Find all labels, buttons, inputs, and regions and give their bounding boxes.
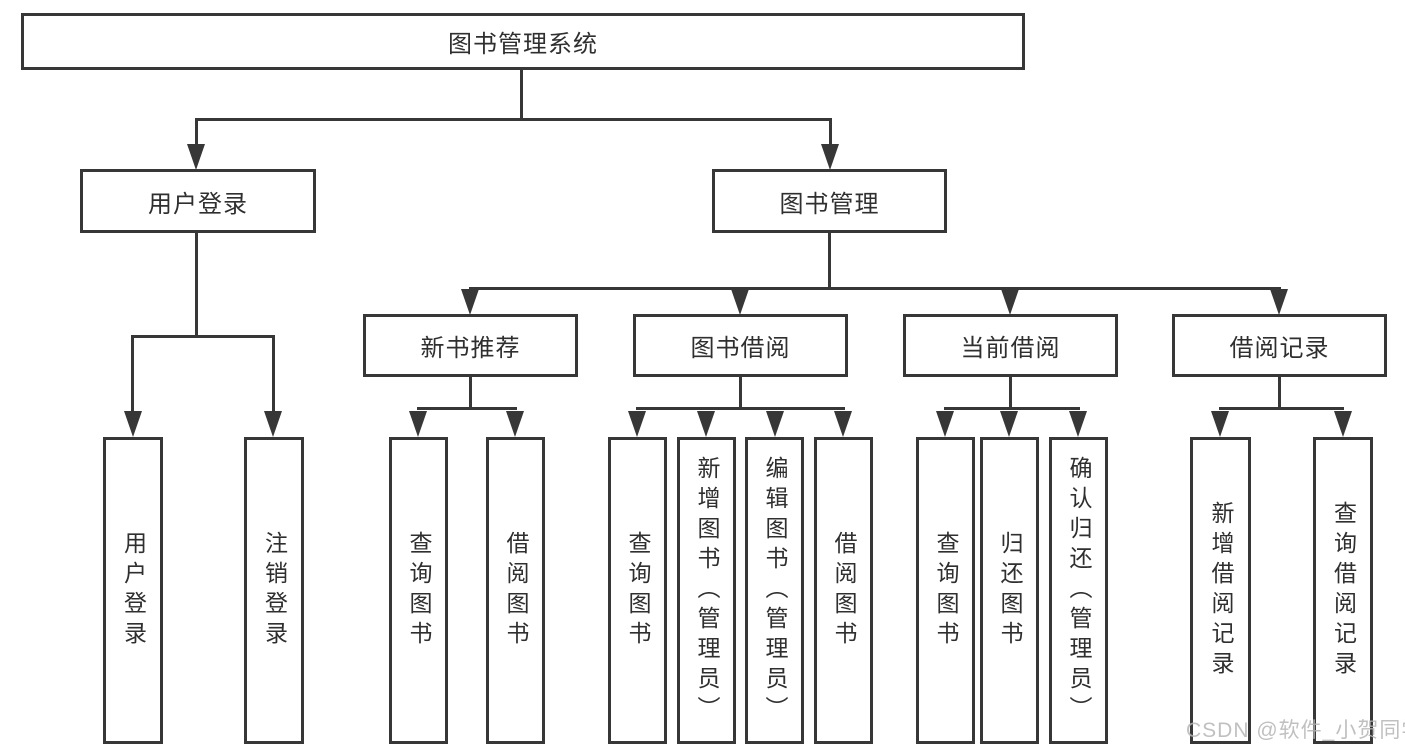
arrow-down-icon (1000, 411, 1018, 437)
connector-line (828, 233, 831, 290)
leaf-borrow-books-2: 借阅图书 (814, 437, 873, 744)
leaf-add-borrow-record: 新增借阅记录 (1190, 437, 1251, 744)
arrow-down-icon (264, 411, 282, 437)
arrow-down-icon (697, 411, 715, 437)
arrow-down-icon (936, 411, 954, 437)
node-label: 新增借阅记录 (1208, 500, 1234, 681)
leaf-edit-books-admin: 编辑图书（管理员） (745, 437, 804, 744)
connector-line (1009, 376, 1012, 410)
arrow-down-icon (124, 411, 142, 437)
node-root: 图书管理系统 (21, 13, 1025, 70)
node-book-management: 图书管理 (712, 169, 947, 233)
connector-line (417, 407, 517, 410)
arrow-down-icon (461, 289, 479, 315)
arrow-down-icon (506, 411, 524, 437)
node-current-borrow: 当前借阅 (903, 314, 1118, 377)
node-book-borrow: 图书借阅 (633, 314, 848, 377)
node-label: 用户登录 (120, 530, 147, 651)
arrow-down-icon (731, 289, 749, 315)
connector-line (944, 407, 1080, 410)
connector-line (469, 376, 472, 410)
node-label: 图书管理 (779, 190, 880, 218)
leaf-logout: 注销登录 (244, 437, 304, 744)
arrow-down-icon (187, 144, 205, 170)
leaf-confirm-return-admin: 确认归还（管理员） (1049, 437, 1108, 744)
node-label: 注销登录 (261, 530, 288, 651)
connector-line (1278, 376, 1281, 410)
arrow-down-icon (1001, 289, 1019, 315)
leaf-query-borrow-record: 查询借阅记录 (1313, 437, 1373, 744)
connector-line (636, 407, 845, 410)
leaf-return-books: 归还图书 (980, 437, 1039, 744)
node-label: 编辑图书（管理员） (762, 455, 788, 726)
arrow-down-icon (1069, 411, 1087, 437)
connector-line (829, 118, 832, 148)
node-label: 图书借阅 (690, 335, 791, 362)
node-label: 查询图书 (625, 530, 651, 651)
node-label: 查询借阅记录 (1330, 500, 1357, 681)
leaf-query-books-1: 查询图书 (389, 437, 448, 744)
leaf-user-login: 用户登录 (103, 437, 163, 744)
arrow-down-icon (409, 411, 427, 437)
node-label: 新书推荐 (420, 335, 521, 362)
node-label: 查询图书 (406, 530, 432, 651)
leaf-query-books-2: 查询图书 (608, 437, 667, 744)
node-user-login: 用户登录 (80, 169, 316, 233)
node-label: 用户登录 (148, 190, 248, 218)
connector-line (195, 233, 198, 338)
connector-line (195, 118, 832, 121)
node-label: 借阅图书 (503, 530, 529, 651)
leaf-add-books-admin: 新增图书（管理员） (677, 437, 736, 744)
node-label: 归还图书 (997, 530, 1023, 651)
connector-line (195, 118, 198, 148)
arrow-down-icon (766, 411, 784, 437)
connector-line (131, 335, 134, 415)
connector-line (1219, 407, 1344, 410)
connector-line (739, 376, 742, 410)
node-new-book-recommend: 新书推荐 (363, 314, 578, 377)
connector-line (272, 335, 275, 415)
node-label: 新增图书（管理员） (694, 455, 720, 726)
node-label: 借阅图书 (831, 530, 857, 651)
arrow-down-icon (1211, 411, 1229, 437)
connector-line (469, 287, 1281, 290)
connector-line (131, 335, 275, 338)
csdn-watermark: CSDN @软件_小贺同学 (1186, 719, 1405, 742)
arrow-down-icon (628, 411, 646, 437)
arrow-down-icon (1270, 289, 1288, 315)
node-borrow-records: 借阅记录 (1172, 314, 1387, 377)
node-label: 查询图书 (933, 530, 959, 651)
leaf-borrow-books-1: 借阅图书 (486, 437, 545, 744)
node-label: 确认归还（管理员） (1066, 455, 1092, 726)
connector-line (520, 69, 523, 120)
leaf-query-books-3: 查询图书 (916, 437, 975, 744)
node-label: 借阅记录 (1229, 335, 1330, 362)
node-label: 当前借阅 (960, 335, 1061, 362)
arrow-down-icon (834, 411, 852, 437)
arrow-down-icon (1334, 411, 1352, 437)
arrow-down-icon (821, 144, 839, 170)
node-label: 图书管理系统 (448, 31, 598, 58)
